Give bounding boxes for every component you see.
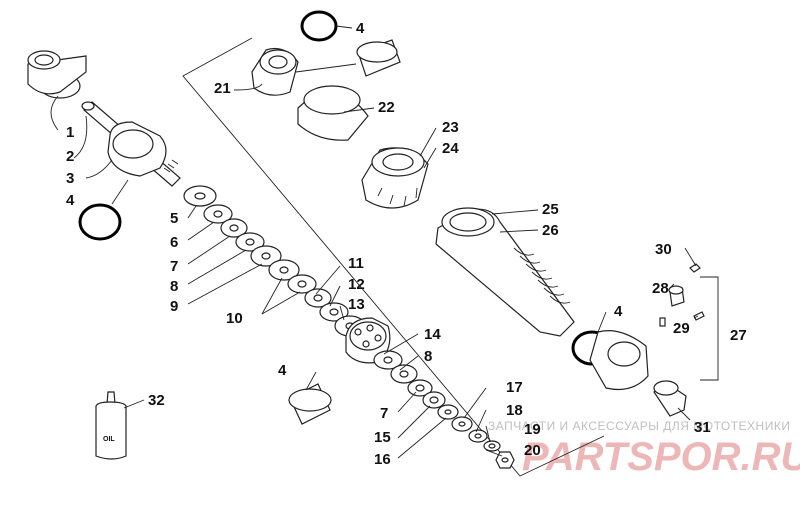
callout-18: 18 bbox=[506, 402, 523, 419]
callout-19: 19 bbox=[524, 421, 541, 438]
guide-bushing bbox=[297, 85, 369, 141]
o-ring-top bbox=[300, 10, 338, 42]
callout-9: 9 bbox=[170, 298, 178, 315]
callout-30: 30 bbox=[655, 241, 672, 258]
shim-stack bbox=[183, 185, 366, 337]
callout-4: 4 bbox=[66, 192, 75, 209]
callout-13: 13 bbox=[348, 296, 365, 313]
callout-4: 4 bbox=[278, 362, 287, 379]
o-ring-left bbox=[78, 203, 122, 241]
bearing-band-bottom bbox=[288, 383, 332, 425]
group-27-bracket bbox=[700, 276, 719, 381]
watermark-tagline: ЗАПЧАСТИ И АКСЕССУАРЫ ДЛЯ МОТОТЕХНИКИ bbox=[488, 419, 790, 433]
callout-6: 6 bbox=[170, 234, 178, 251]
callout-5: 5 bbox=[170, 210, 178, 227]
callout-7: 7 bbox=[380, 405, 388, 422]
callout-17: 17 bbox=[506, 379, 523, 396]
callout-1: 1 bbox=[66, 124, 74, 141]
callout-3: 3 bbox=[66, 170, 74, 187]
callout-14: 14 bbox=[424, 326, 441, 343]
oil-bottle-label: OIL bbox=[103, 436, 115, 443]
callout-7: 7 bbox=[170, 258, 178, 275]
watermark-brand: PARTSPOR.RU bbox=[522, 435, 800, 479]
callout-21: 21 bbox=[214, 80, 231, 97]
callout-25: 25 bbox=[542, 201, 559, 218]
callout-10: 10 bbox=[226, 310, 243, 327]
seal-head bbox=[251, 47, 299, 96]
callout-28: 28 bbox=[652, 280, 669, 297]
callout-labels: 1 2 3 4 4 4 4 5 6 7 7 8 8 9 10 11 12 13 … bbox=[66, 20, 747, 468]
callout-24: 24 bbox=[442, 140, 459, 157]
damper-body bbox=[435, 207, 575, 337]
callout-27: 27 bbox=[730, 327, 747, 344]
callout-8: 8 bbox=[170, 278, 178, 295]
callout-4: 4 bbox=[614, 303, 623, 320]
callout-11: 11 bbox=[348, 255, 364, 272]
callout-29: 29 bbox=[673, 320, 690, 337]
callout-2: 2 bbox=[66, 148, 74, 165]
callout-15: 15 bbox=[374, 429, 391, 446]
lower-eyelet bbox=[589, 330, 649, 391]
lower-shim-stack bbox=[373, 350, 515, 469]
spring-collar bbox=[361, 147, 429, 209]
leader-lines bbox=[50, 25, 699, 459]
damper-shaft bbox=[81, 101, 181, 187]
watermark: ЗАПЧАСТИ И АКСЕССУАРЫ ДЛЯ МОТОТЕХНИКИ PA… bbox=[488, 419, 800, 479]
piston bbox=[345, 317, 391, 364]
schrader-valve bbox=[659, 263, 705, 327]
bearing-band-top bbox=[356, 39, 401, 77]
callout-23: 23 bbox=[442, 119, 459, 136]
callout-22: 22 bbox=[378, 99, 395, 116]
callout-4: 4 bbox=[356, 20, 365, 37]
callout-26: 26 bbox=[542, 222, 559, 239]
callout-8: 8 bbox=[424, 348, 432, 365]
damper-group-frame bbox=[182, 37, 605, 477]
callout-32: 32 bbox=[148, 392, 165, 409]
oil-bottle: OIL bbox=[95, 391, 127, 460]
callout-12: 12 bbox=[348, 276, 365, 293]
callout-20: 20 bbox=[524, 442, 541, 459]
callout-16: 16 bbox=[374, 451, 391, 468]
top-bushing bbox=[27, 50, 87, 99]
callout-31: 31 bbox=[694, 419, 711, 436]
